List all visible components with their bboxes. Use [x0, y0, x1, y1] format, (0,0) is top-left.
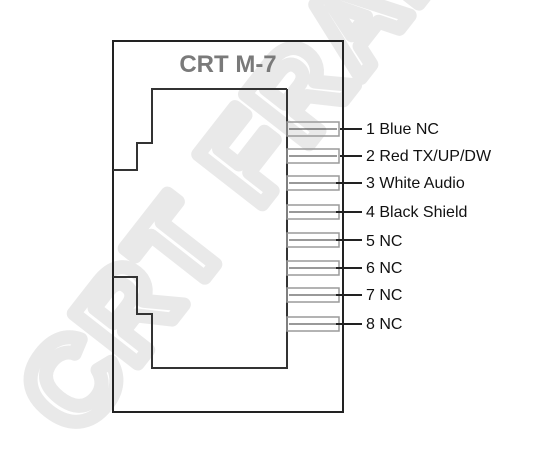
pin-label-5: 5 NC: [366, 233, 402, 250]
pin-labels: 1 Blue NC 2 Red TX/UP/DW 3 White Audio 4…: [366, 121, 492, 333]
pin-contact-1: [286, 121, 340, 137]
pin-label-3: 3 White Audio: [366, 175, 465, 192]
pin-label-6: 6 NC: [366, 260, 402, 277]
connector-housing: [112, 40, 344, 413]
pin-label-8: 8 NC: [366, 316, 402, 333]
pin-label-2: 2 Red TX/UP/DW: [366, 148, 492, 165]
jack-outline: [113, 88, 288, 369]
pin-contact-2: [286, 148, 340, 164]
pin-label-7: 7 NC: [366, 287, 402, 304]
connector-title: CRT M-7: [179, 51, 276, 78]
pin-label-1: 1 Blue NC: [366, 121, 439, 138]
pin-label-4: 4 Black Shield: [366, 204, 467, 221]
pin-contacts: [286, 121, 362, 332]
